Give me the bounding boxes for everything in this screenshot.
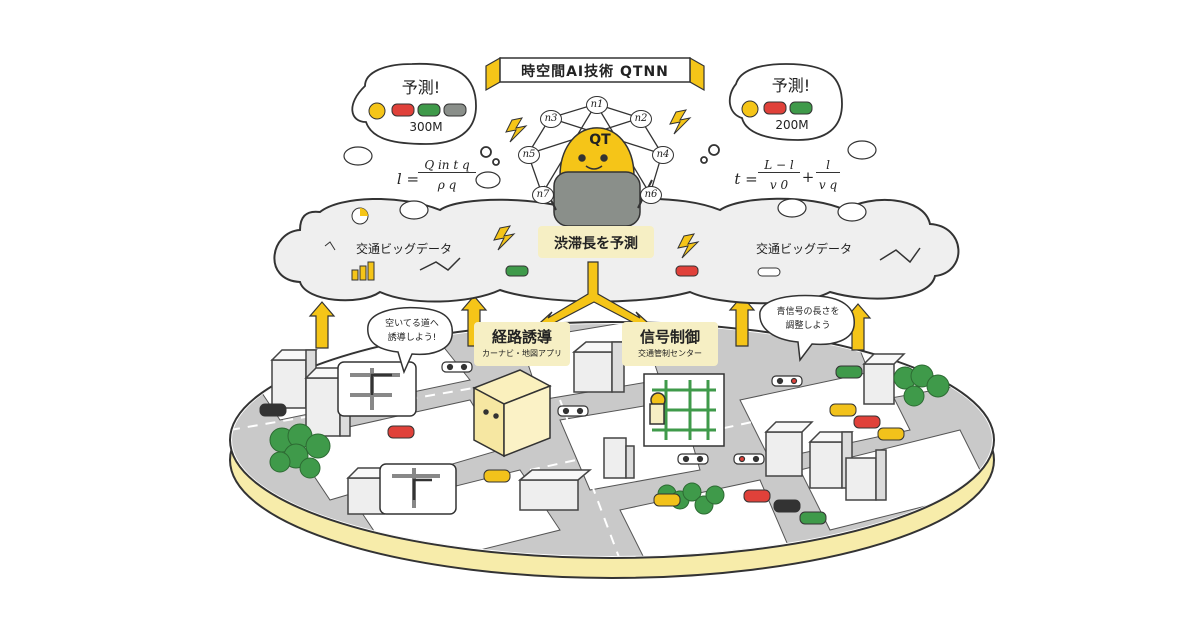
nn-node-4: n4 bbox=[652, 146, 674, 164]
cars bbox=[259, 365, 905, 525]
signal-control-title: 信号制御 bbox=[639, 328, 700, 346]
title-banner bbox=[485, 56, 705, 92]
right-formula-den2: v q bbox=[818, 178, 838, 192]
doodle-bubbles bbox=[343, 140, 877, 222]
left-formula-denominator: ρ q bbox=[437, 178, 457, 192]
left-formula-lhs: l = bbox=[396, 170, 420, 188]
prediction-bubbles bbox=[351, 63, 843, 166]
nn-node-2: n2 bbox=[630, 110, 652, 128]
lightning-icons bbox=[493, 109, 700, 259]
speech-bubbles bbox=[367, 294, 855, 375]
nn-node-3: n3 bbox=[540, 110, 562, 128]
mascot-label: QT bbox=[589, 132, 611, 148]
right-formula-den1: v 0 bbox=[769, 178, 789, 192]
left-speech-line2: 誘導しよう! bbox=[387, 333, 437, 343]
route-guidance-title: 経路誘導 bbox=[491, 328, 552, 346]
data-cube-mascot bbox=[472, 369, 552, 458]
nn-node-7: n7 bbox=[532, 186, 554, 204]
signal-control-subtitle: 交通管制センター bbox=[638, 349, 702, 358]
right-formula-num1: L − l bbox=[758, 158, 800, 173]
nav-screens bbox=[337, 361, 457, 515]
label-boxes bbox=[474, 226, 718, 366]
prediction-arrows bbox=[530, 261, 658, 331]
left-formula-numerator: Q in t q bbox=[418, 158, 476, 173]
nn-node-6: n6 bbox=[640, 186, 662, 204]
right-speech-line2: 調整しよう bbox=[785, 321, 831, 331]
nn-node-5: n5 bbox=[518, 146, 540, 164]
right-bubble-distance: 200M bbox=[775, 118, 809, 132]
right-formula-plus: + bbox=[801, 168, 815, 186]
left-bubble-distance: 300M bbox=[409, 120, 443, 134]
bubble-icons bbox=[368, 100, 813, 120]
traffic-signals bbox=[441, 361, 803, 465]
right-speech-line1: 青信号の長さを bbox=[776, 307, 840, 317]
right-formula-lhs: t = bbox=[734, 170, 758, 188]
left-bubble-heading: 予測! bbox=[401, 78, 441, 97]
title-text: 時空間AI技術 QTNN bbox=[521, 64, 669, 80]
congestion-prediction-label: 渋滞長を予測 bbox=[554, 236, 638, 252]
right-bubble-heading: 予測! bbox=[771, 76, 811, 95]
route-guidance-subtitle: カーナビ・地図アプリ bbox=[482, 349, 562, 358]
right-formula-num2: l bbox=[816, 158, 840, 173]
left-speech-line1: 空いてる道へ bbox=[385, 319, 439, 329]
cloud-left-label: 交通ビッグデータ bbox=[355, 242, 452, 256]
cloud-right-label: 交通ビッグデータ bbox=[755, 242, 852, 256]
control-center-screen bbox=[643, 373, 725, 447]
nn-node-1: n1 bbox=[586, 96, 608, 114]
